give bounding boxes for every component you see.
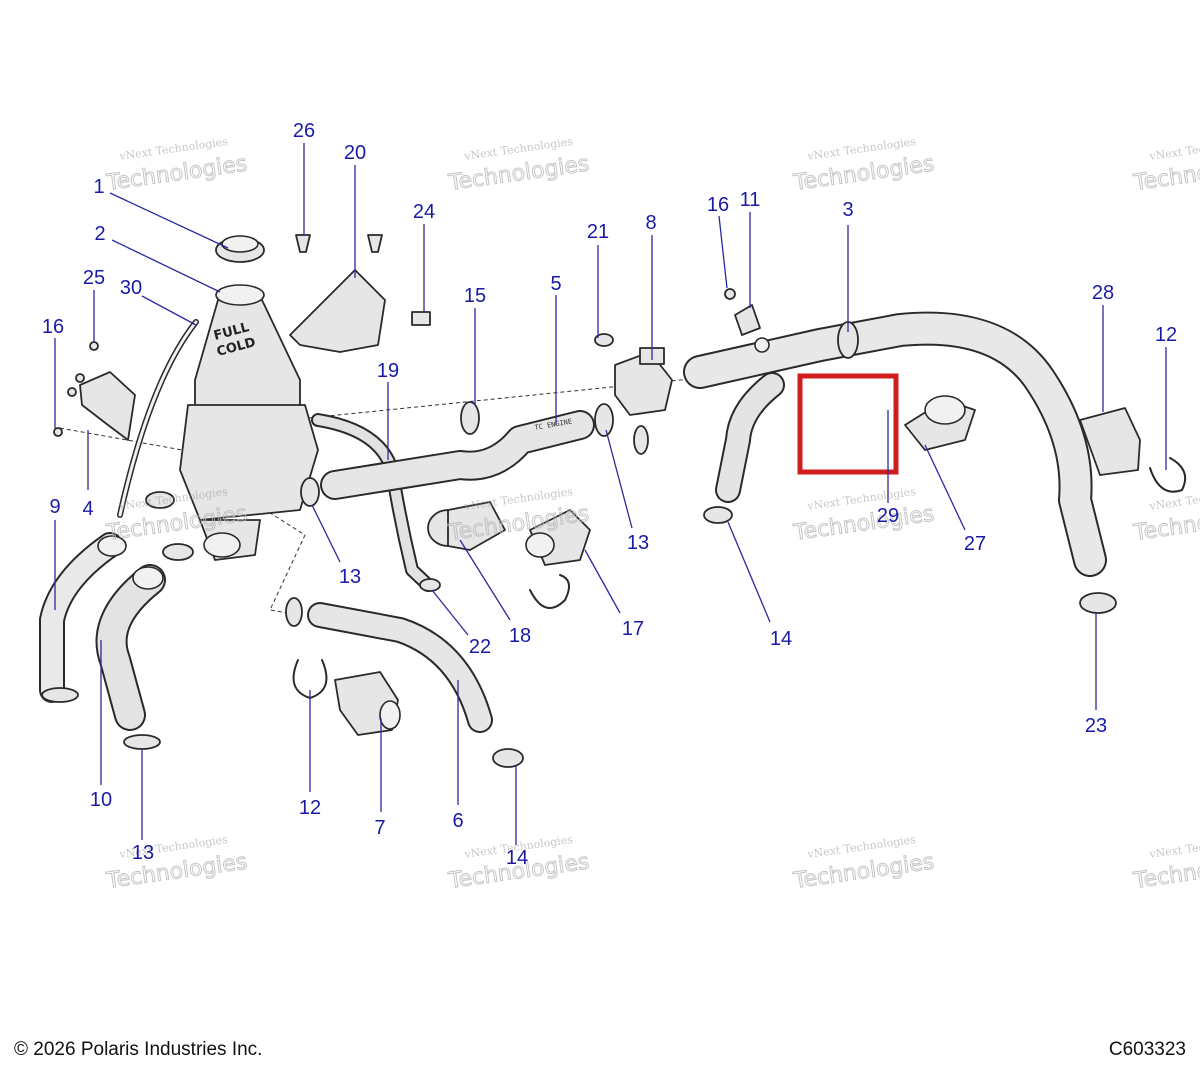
hose-6 [307, 602, 493, 733]
callout-12: 12 [299, 797, 321, 819]
callout-11: 11 [740, 189, 761, 211]
callout-13: 13 [627, 532, 649, 554]
callout-24: 24 [413, 201, 435, 223]
callout-13: 13 [339, 566, 361, 588]
callout-20: 20 [344, 142, 366, 164]
hose-14 [715, 372, 785, 503]
callout-4: 4 [82, 498, 93, 520]
callout-18: 18 [509, 625, 531, 647]
hose-5: TC ENGINE [320, 410, 595, 500]
fitting-18 [427, 501, 506, 551]
callout-14: 14 [506, 847, 528, 869]
callout-3: 3 [842, 199, 853, 221]
clamps-center [300, 333, 649, 592]
watermark-text: vNext Technologies [1148, 833, 1200, 861]
hose-9 [39, 532, 127, 703]
callout-23: 23 [1085, 715, 1107, 737]
clamps-right [703, 321, 1186, 614]
callout-30: 30 [120, 277, 142, 299]
callout-22: 22 [469, 636, 491, 658]
callout-labels: 1 2 3 4 5 6 7 8 9 10 11 12 12 13 13 13 1… [42, 120, 1177, 869]
diagram-code: C603323 [1108, 1039, 1186, 1060]
callout-16: 16 [42, 316, 64, 338]
callout-6: 6 [452, 810, 463, 832]
watermark-text: vNext Technologies [1148, 485, 1200, 513]
callout-8: 8 [645, 212, 656, 234]
callout-5: 5 [550, 273, 561, 295]
callout-10: 10 [90, 789, 112, 811]
bolts-left [53, 341, 99, 437]
callout-28: 28 [1092, 282, 1114, 304]
bracket-27 [904, 395, 976, 451]
copyright-notice: © 2026 Polaris Industries Inc. [14, 1039, 263, 1060]
callout-7: 7 [374, 817, 385, 839]
overflow-hose-30 [117, 319, 199, 518]
hose-19 [311, 413, 435, 592]
callout-16: 16 [707, 194, 729, 216]
callout-15: 15 [464, 285, 486, 307]
highlight-box [797, 373, 899, 475]
coolant-reservoir: FULL COLD [179, 284, 319, 561]
thermostat-housing-8 [614, 347, 673, 416]
elbow-28 [1079, 407, 1141, 476]
fitting-17 [525, 509, 591, 609]
clamps-lower [285, 597, 524, 768]
callout-29: 29 [877, 505, 899, 527]
hose-3 [683, 311, 1107, 577]
push-rivets [295, 234, 431, 326]
reservoir-cap [215, 235, 265, 263]
bracket-4 [79, 371, 136, 441]
callout-9: 9 [49, 496, 60, 518]
callout-17: 17 [622, 618, 644, 640]
callout-2: 2 [94, 223, 105, 245]
hose-clamps-left [41, 491, 194, 750]
callout-12: 12 [1155, 324, 1177, 346]
bracket-20 [289, 269, 386, 353]
callout-21: 21 [587, 221, 609, 243]
callout-19: 19 [377, 360, 399, 382]
fittings-11-16 [724, 288, 770, 353]
hose-10 [95, 564, 166, 731]
leader-lines [54, 143, 1167, 845]
callout-27: 27 [964, 533, 986, 555]
callout-13: 13 [132, 842, 154, 864]
callout-14: 14 [770, 628, 792, 650]
watermark-text: vNext Technologies [1148, 135, 1200, 163]
callout-1: 1 [93, 176, 104, 198]
callout-25: 25 [83, 267, 105, 289]
callout-26: 26 [293, 120, 315, 142]
fitting-7 [334, 671, 401, 736]
